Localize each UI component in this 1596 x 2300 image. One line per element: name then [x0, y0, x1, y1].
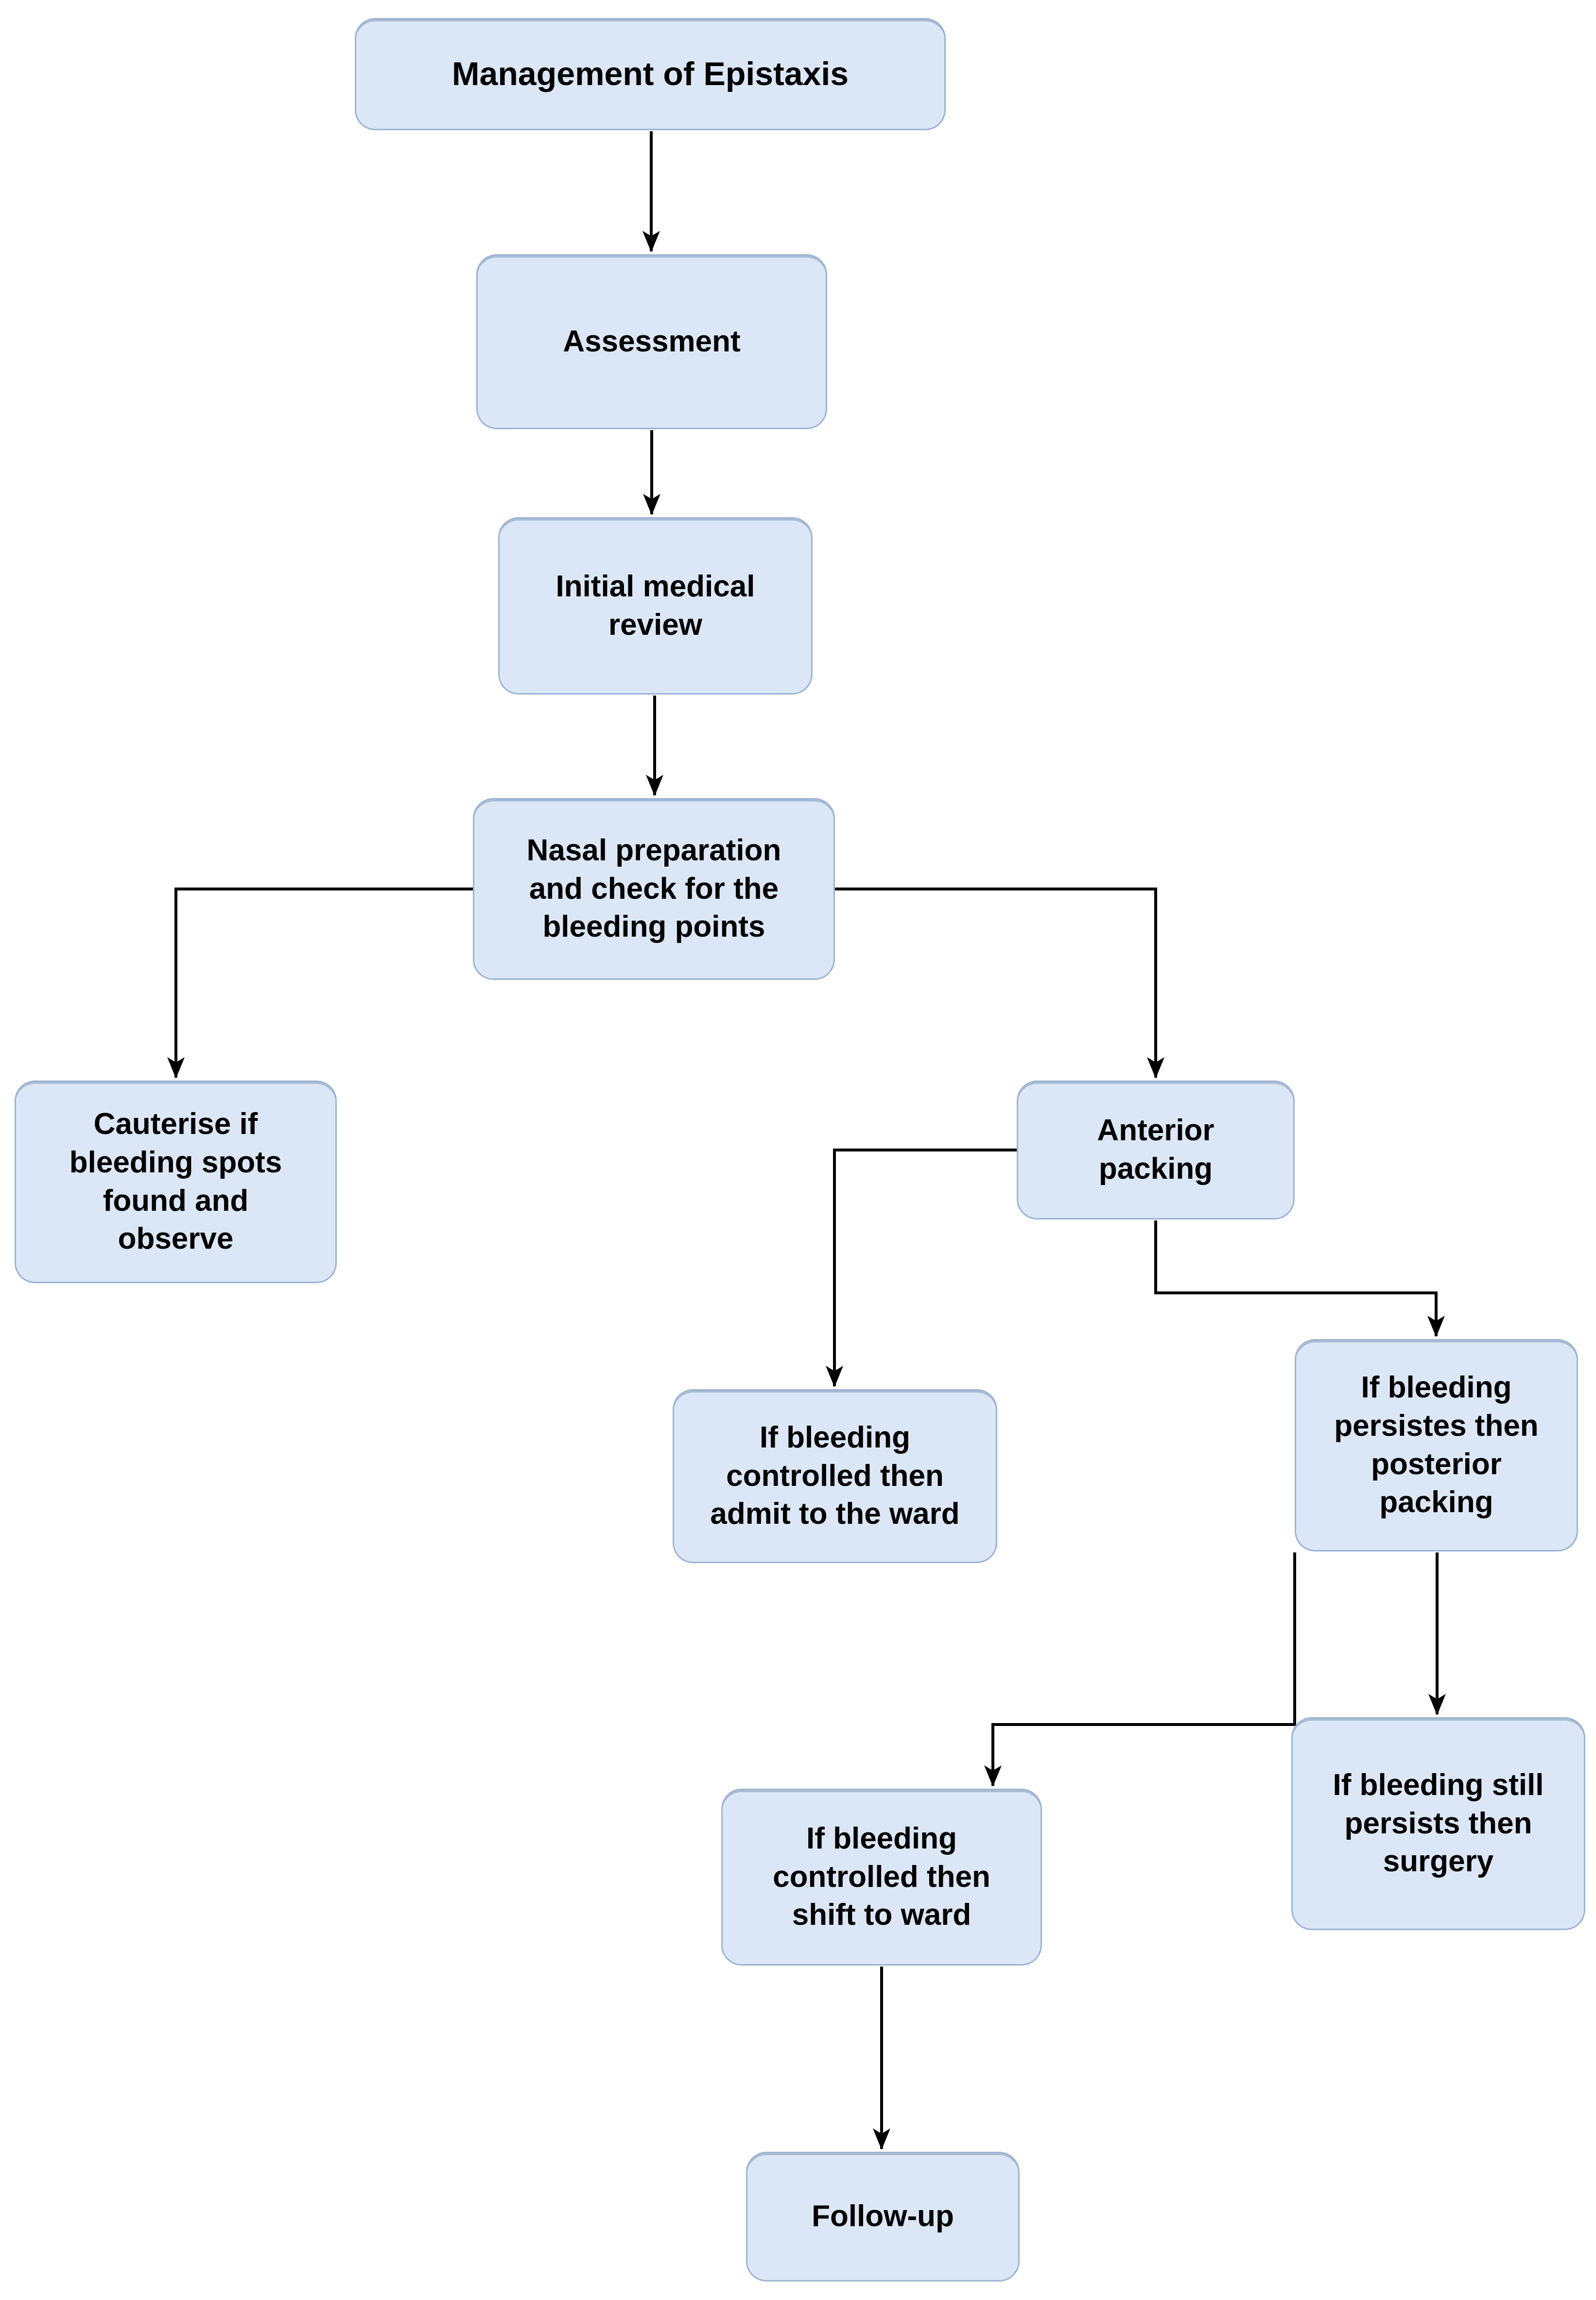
- node-management-of-epistaxis: Management of Epistaxis: [355, 18, 946, 130]
- node-bleeding-persistes-posterior-packing: If bleeding persistes then posterior pac…: [1295, 1339, 1578, 1551]
- connector-nasal-preparation-to-cauterise: [167, 888, 473, 1079]
- node-assessment: Assessment: [476, 254, 827, 429]
- connector-anterior-packing-to-admit-ward: [826, 1149, 1017, 1387]
- connector-anterior-packing-to-posterior-packing: [1154, 1220, 1445, 1337]
- node-follow-up: Follow-up: [746, 2152, 1020, 2282]
- node-cauterise-observe: Cauterise if bleeding spots found and ob…: [15, 1080, 337, 1283]
- node-bleeding-still-persists-surgery: If bleeding still persists then surgery: [1291, 1717, 1585, 1930]
- node-bleeding-controlled-admit-ward: If bleeding controlled then admit to the…: [673, 1389, 997, 1563]
- connector-nasal-preparation-to-anterior-packing: [835, 888, 1164, 1079]
- node-anterior-packing: Anterior packing: [1017, 1080, 1295, 1220]
- connector-posterior-packing-to-shift-ward: [984, 1552, 1296, 1787]
- node-initial-medical-review: Initial medical review: [498, 517, 813, 695]
- node-nasal-preparation: Nasal preparation and check for the blee…: [473, 798, 835, 980]
- node-bleeding-controlled-shift-ward: If bleeding controlled then shift to war…: [721, 1789, 1042, 1966]
